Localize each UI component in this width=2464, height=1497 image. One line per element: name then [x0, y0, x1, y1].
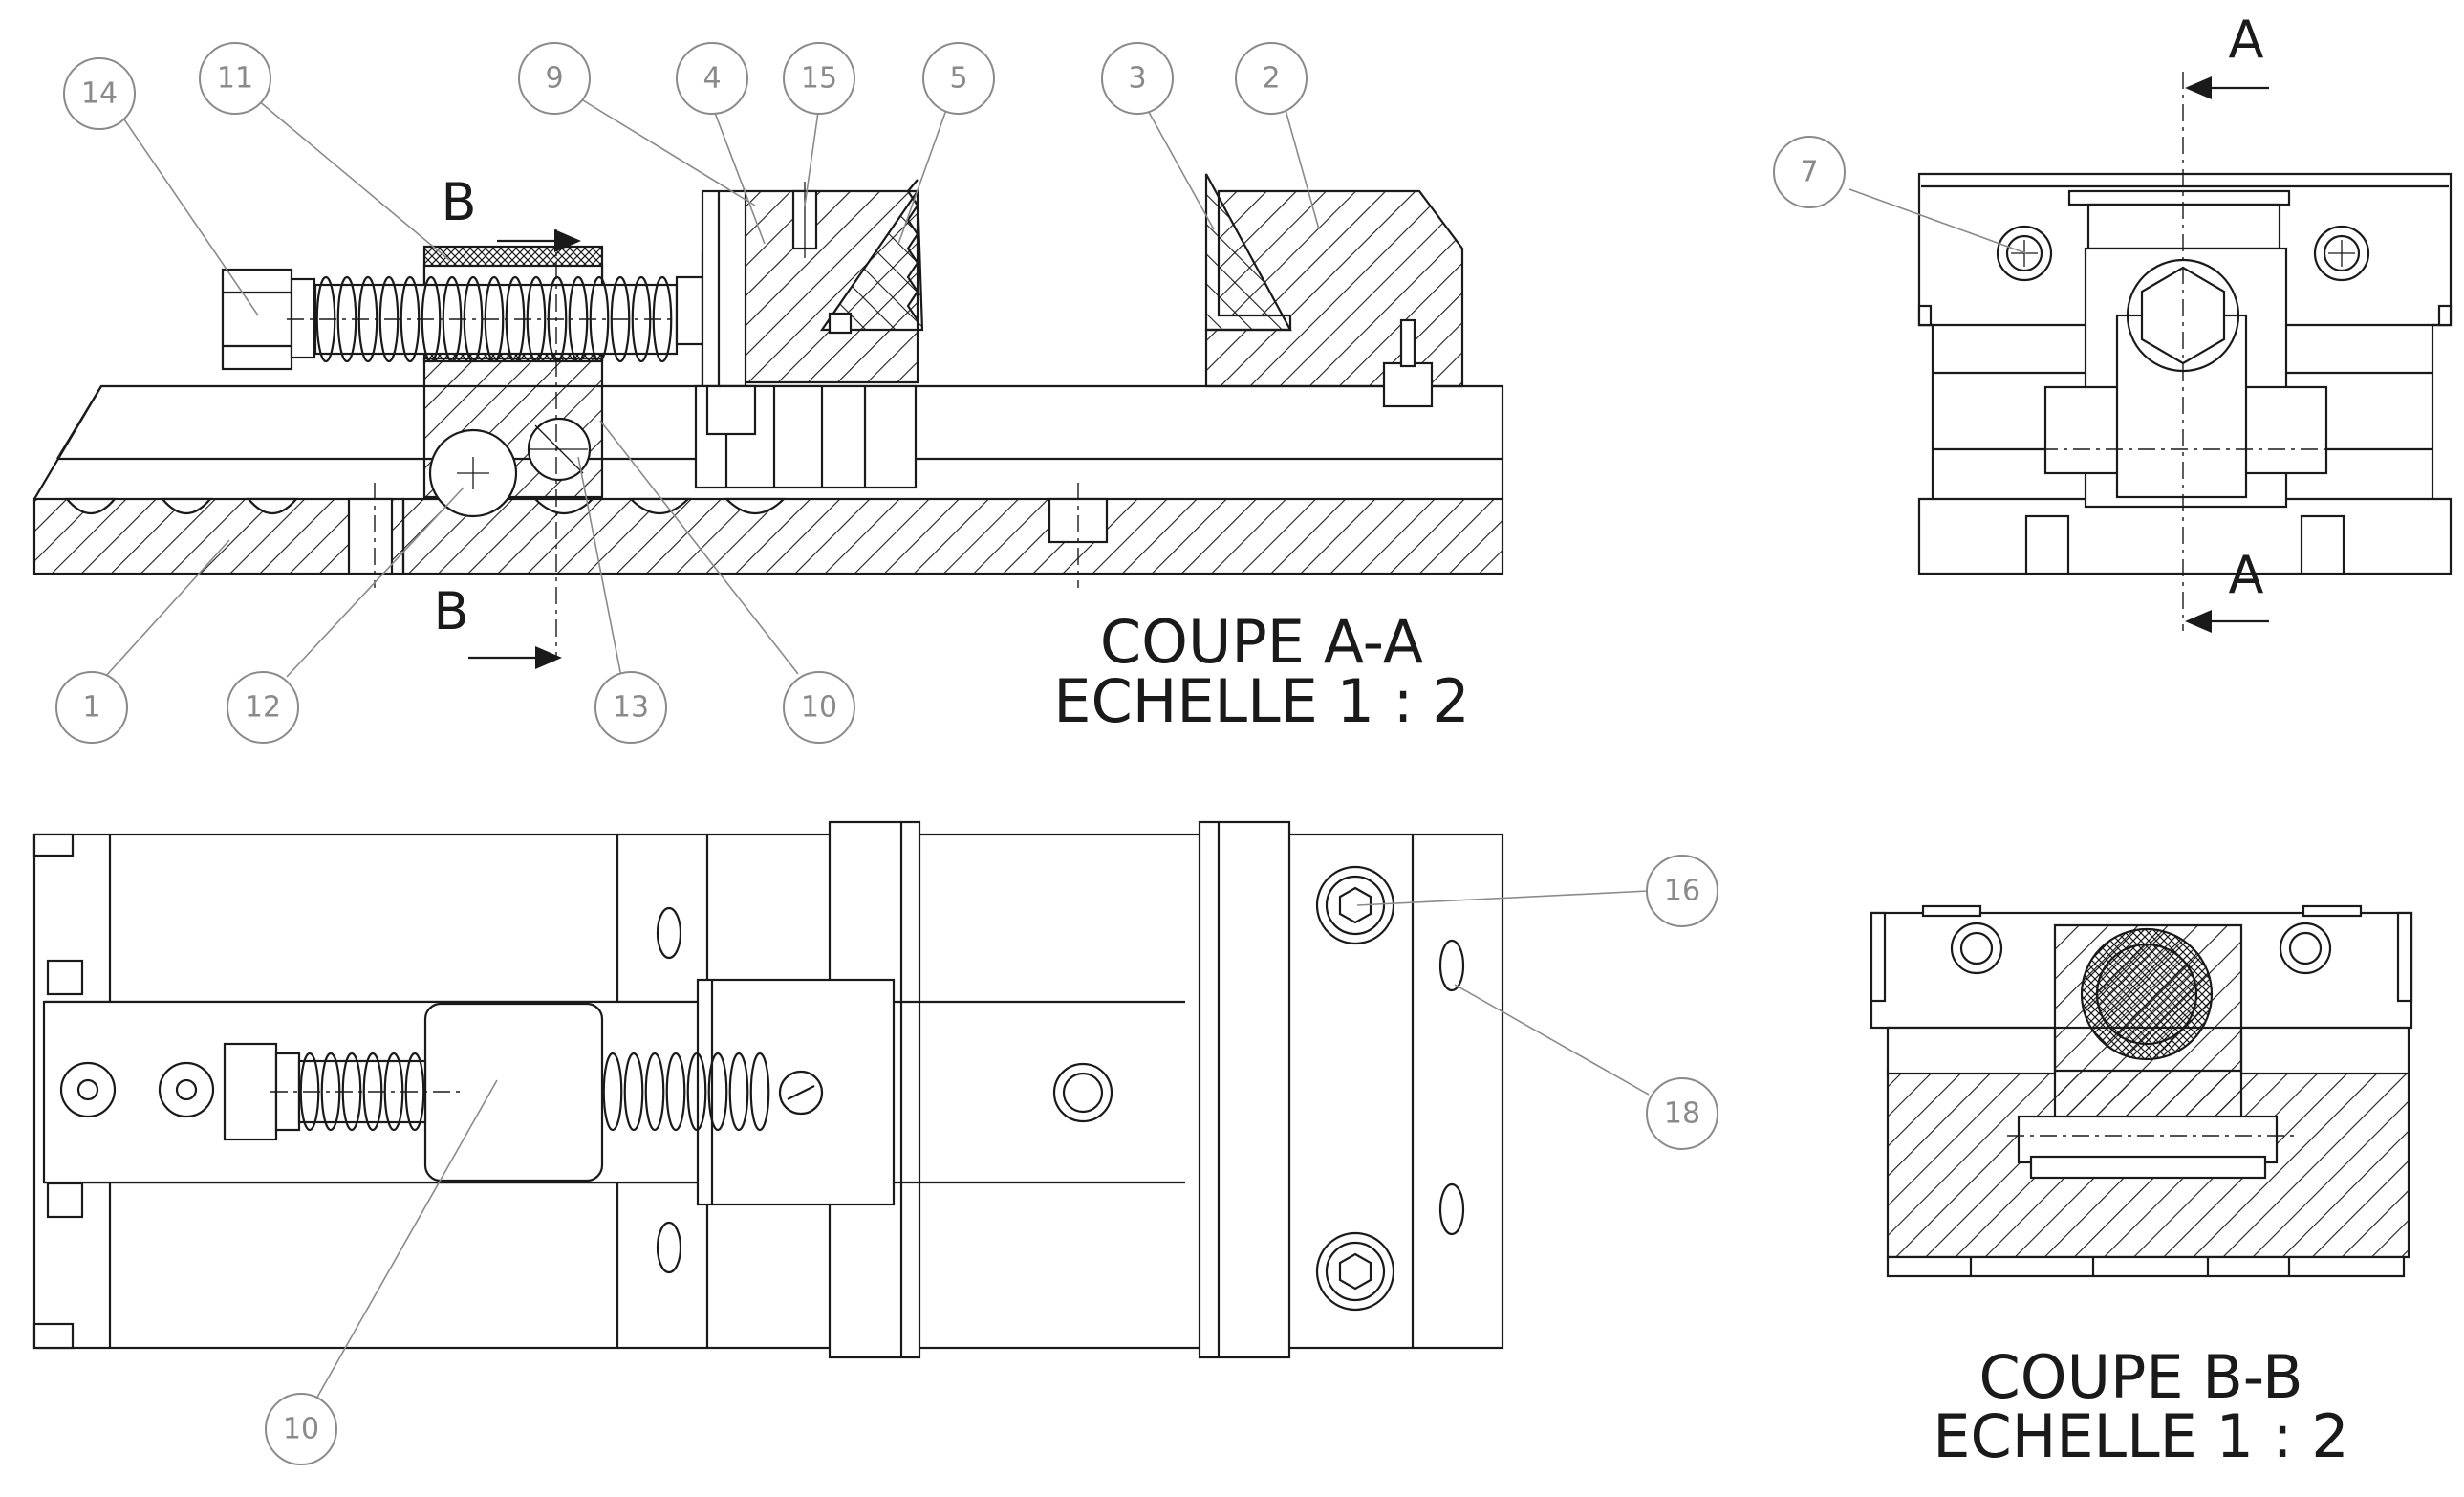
top-view — [32, 820, 1504, 1359]
section-b-top-label: B — [441, 172, 476, 232]
svg-text:15: 15 — [801, 62, 837, 96]
balloon-10-top: 10 — [783, 671, 855, 744]
svg-text:3: 3 — [1128, 62, 1146, 96]
thread-turn — [728, 1052, 749, 1132]
section-aa-view: B B COUPE A-A ECHELLE 1 : 2 — [32, 172, 1504, 736]
thread-turn — [749, 1052, 770, 1132]
balloon-7: 7 — [1773, 136, 1846, 208]
balloon-13: 13 — [594, 671, 667, 744]
thread-turn — [665, 1052, 686, 1132]
end-view: A A — [1917, 10, 2453, 633]
svg-text:10: 10 — [283, 1413, 319, 1446]
balloons: 14 11 9 4 15 5 3 2 1 12 13 10 7 16 18 10 — [55, 42, 2027, 1465]
svg-text:16: 16 — [1664, 875, 1700, 908]
svg-text:7: 7 — [1800, 156, 1818, 189]
section-a-top-label: A — [2229, 10, 2264, 70]
section-bb-scale: ECHELLE 1 : 2 — [1933, 1401, 2348, 1471]
balloon-5: 5 — [922, 42, 995, 115]
balloon-1: 1 — [55, 671, 128, 744]
balloon-4: 4 — [676, 42, 748, 115]
balloon-11: 11 — [199, 42, 271, 115]
balloon-3: 3 — [1101, 42, 1174, 115]
fixed-jaw — [1204, 173, 1464, 408]
moving-jaw — [694, 182, 919, 489]
svg-text:12: 12 — [245, 691, 281, 725]
balloon-10-bottom: 10 — [265, 1393, 337, 1465]
thread-turn — [610, 275, 631, 363]
section-b-top-arrow — [497, 229, 581, 252]
section-a-bottom-arrow — [2185, 610, 2269, 633]
svg-text:10: 10 — [801, 691, 837, 725]
thread-turn — [707, 1052, 728, 1132]
svg-text:13: 13 — [613, 691, 649, 725]
balloon-9: 9 — [518, 42, 591, 115]
screw-thread — [287, 275, 715, 363]
section-b-bottom-label: B — [433, 581, 468, 641]
jaw-plate-moving — [819, 187, 924, 332]
svg-text:14: 14 — [81, 77, 118, 111]
section-bb-title: COUPE B-B — [1979, 1342, 2303, 1412]
thread-turn — [623, 1052, 644, 1132]
balloon-12: 12 — [227, 671, 299, 744]
balloon-18: 18 — [1646, 1077, 1718, 1150]
balloon-15: 15 — [783, 42, 855, 115]
svg-text:5: 5 — [949, 62, 967, 96]
thread-turn — [602, 1052, 623, 1132]
section-a-bottom-label: A — [2229, 545, 2264, 605]
svg-text:1: 1 — [82, 691, 100, 725]
balloon-16: 16 — [1646, 855, 1718, 927]
thread-turn — [644, 1052, 665, 1132]
top-view-thread — [270, 1052, 770, 1132]
section-bb-view: COUPE B-B ECHELLE 1 : 2 — [1870, 904, 2413, 1471]
thread-turn — [686, 1052, 707, 1132]
section-aa-scale: ECHELLE 1 : 2 — [1053, 666, 1469, 736]
balloon-2: 2 — [1235, 42, 1308, 115]
svg-text:2: 2 — [1262, 62, 1280, 96]
screw-head — [221, 268, 316, 371]
svg-text:18: 18 — [1664, 1097, 1700, 1131]
section-a-top-arrow — [2185, 76, 2269, 99]
svg-text:4: 4 — [702, 62, 721, 96]
section-b-bottom-arrow — [468, 646, 562, 669]
balloon-14: 14 — [63, 57, 136, 130]
base-seats — [64, 497, 787, 514]
svg-text:9: 9 — [545, 62, 563, 96]
section-aa-title: COUPE A-A — [1100, 607, 1423, 677]
svg-text:11: 11 — [217, 62, 253, 96]
